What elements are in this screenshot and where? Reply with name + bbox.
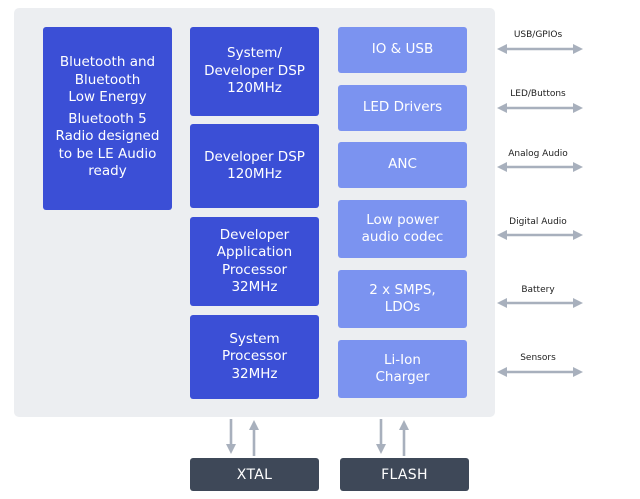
radio-line: Bluetooth and <box>59 54 156 70</box>
flash-down-arrow <box>376 419 386 454</box>
developer-dsp-block: Developer DSP 120MHz <box>190 124 319 208</box>
li-ion-charger-block: Li-Ion Charger <box>338 340 467 398</box>
system-developer-dsp-block: System/ Developer DSP 120MHz <box>190 27 319 116</box>
developer-application-processor-block: Developer Application Processor 32MHz <box>190 217 319 306</box>
radio-line: ready <box>88 163 127 179</box>
digital-audio-label: Digital Audio <box>509 217 567 227</box>
sensors-label: Sensors <box>520 353 556 363</box>
radio-line: to be LE Audio <box>58 145 157 162</box>
flash-block: FLASH <box>340 458 469 491</box>
led-buttons-arrow <box>497 103 583 113</box>
xtal-block: XTAL <box>190 458 319 491</box>
audio-codec-block: Low power audio codec <box>338 200 467 258</box>
led-drivers-block: LED Drivers <box>338 85 467 131</box>
battery-arrow <box>497 298 583 308</box>
radio-line: Radio designed <box>55 128 160 144</box>
radio-line: Bluetooth 5 <box>68 110 147 127</box>
analog-audio-arrow <box>497 162 583 172</box>
bluetooth-radio-block: Bluetooth and Bluetooth Low Energy Bluet… <box>43 27 172 210</box>
xtal-down-arrow <box>226 419 236 454</box>
anc-block: ANC <box>338 142 467 188</box>
flash-up-arrow <box>399 420 409 456</box>
xtal-up-arrow <box>249 420 259 456</box>
radio-line: Low Energy <box>68 89 147 105</box>
usb-gpios-label: USB/GPIOs <box>513 30 563 40</box>
led-buttons-label: LED/Buttons <box>510 89 566 99</box>
smps-ldo-block: 2 x SMPS, LDOs <box>338 270 467 328</box>
usb-gpios-arrow <box>497 44 583 54</box>
sensors-arrow <box>497 367 583 377</box>
io-usb-block: IO & USB <box>338 27 467 73</box>
battery-label: Battery <box>521 285 555 295</box>
radio-line: Bluetooth <box>74 71 141 88</box>
digital-audio-arrow <box>497 230 583 240</box>
analog-audio-label: Analog Audio <box>508 149 568 159</box>
system-processor-block: System Processor 32MHz <box>190 315 319 399</box>
